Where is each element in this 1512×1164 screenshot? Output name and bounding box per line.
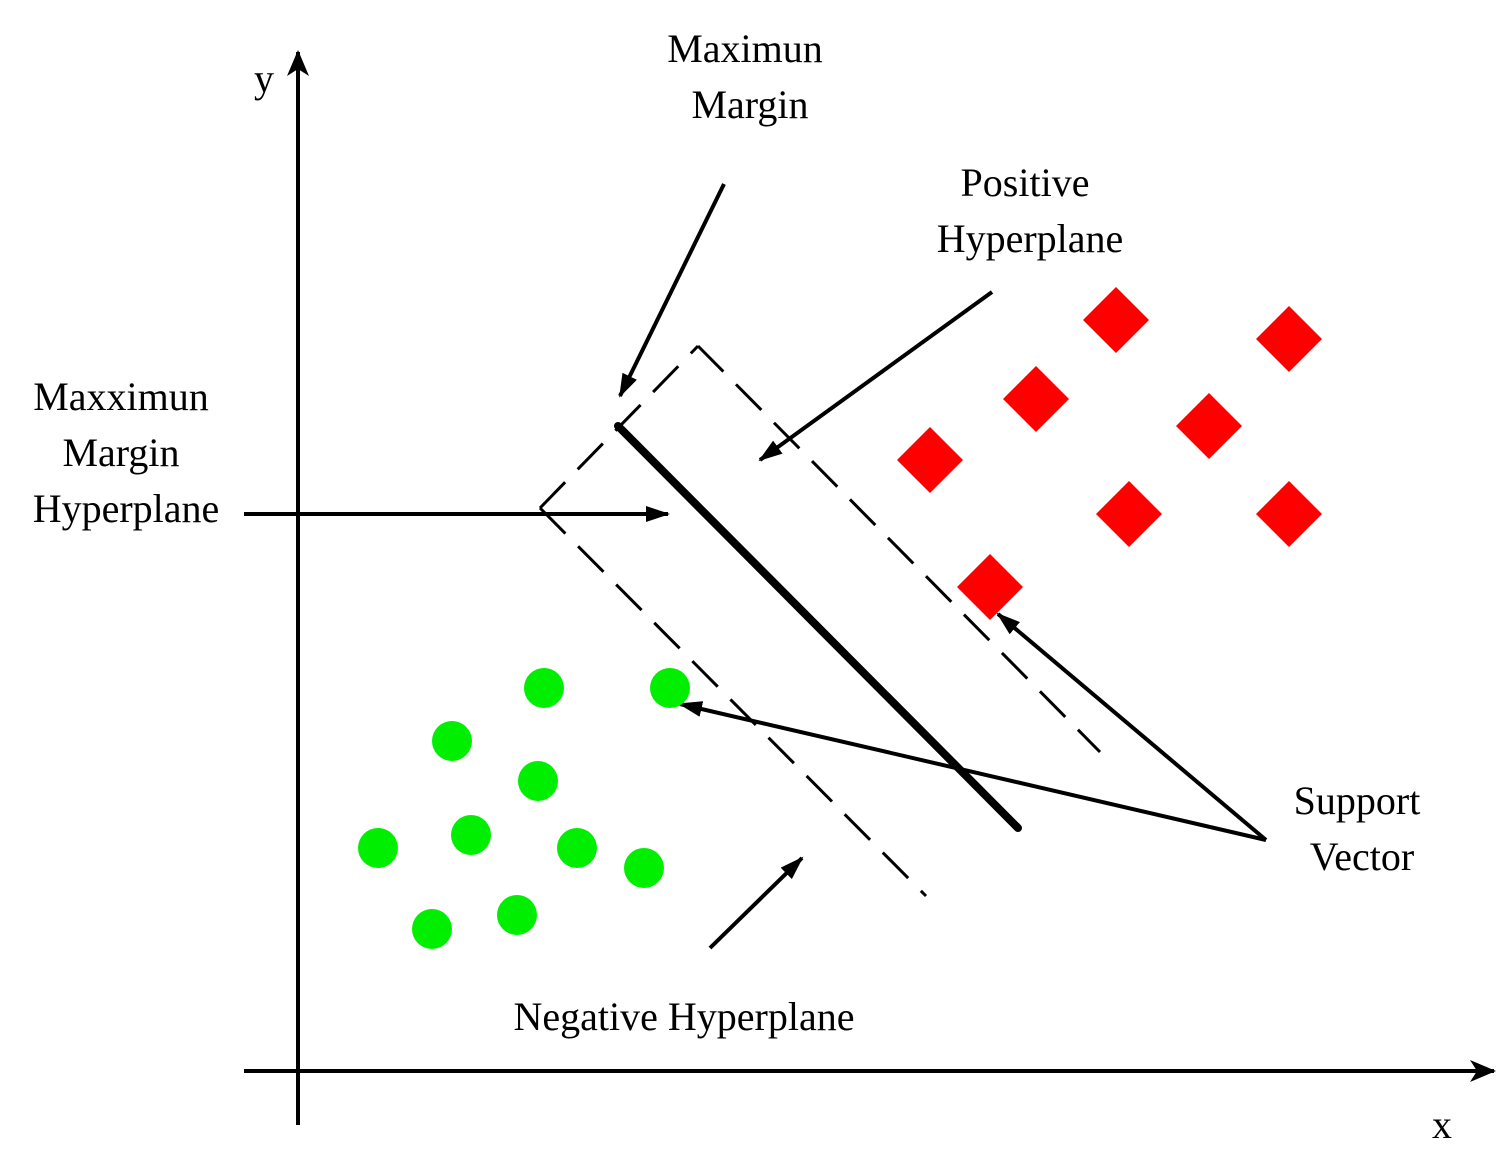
positive-point [1083, 287, 1149, 353]
maximum-margin-arrow [618, 183, 726, 398]
axes: y x [244, 50, 1496, 1147]
max-margin-hyperplane-line [614, 422, 1022, 832]
negative-point [358, 828, 398, 868]
negative-hyperplane-line [538, 506, 928, 898]
hyperplanes [538, 344, 1102, 898]
support-vector-arrow-negative [678, 701, 1267, 842]
negative-point [451, 815, 491, 855]
positive-point [1003, 366, 1069, 432]
negative-point [518, 761, 558, 801]
negative-point [624, 848, 664, 888]
negative-point [412, 909, 452, 949]
negative-support-vector-point [650, 668, 690, 708]
annotation-arrows [244, 183, 1268, 950]
positive-point [1176, 393, 1242, 459]
support-vector-label: Support Vector [1294, 778, 1431, 879]
negative-hyperplane-label: Negative Hyperplane [514, 994, 855, 1039]
negative-point [432, 721, 472, 761]
negative-point [557, 828, 597, 868]
positive-point [1256, 306, 1322, 372]
negative-class-points [358, 668, 690, 949]
positive-point [1096, 481, 1162, 547]
positive-support-vector-point [957, 554, 1023, 620]
positive-hyperplane-line [696, 344, 1102, 754]
x-axis-label: x [1432, 1102, 1452, 1147]
max-margin-hyperplane-label: Maxximun Margin Hyperplane [33, 374, 220, 531]
y-axis-label: y [254, 56, 274, 101]
positive-hyperplane-label: Positive Hyperplane [937, 160, 1124, 261]
positive-point [1256, 481, 1322, 547]
labels: Maximun Margin Positive Hyperplane Maxxi… [33, 26, 1431, 1039]
maximum-margin-label: Maximun Margin [667, 26, 833, 127]
negative-point [497, 895, 537, 935]
positive-class-points [897, 287, 1322, 620]
positive-point [897, 427, 963, 493]
positive-hyperplane-arrow [758, 290, 994, 462]
negative-point [524, 668, 564, 708]
negative-hyperplane-arrow [708, 856, 804, 950]
support-vector-arrow-positive [996, 612, 1268, 842]
